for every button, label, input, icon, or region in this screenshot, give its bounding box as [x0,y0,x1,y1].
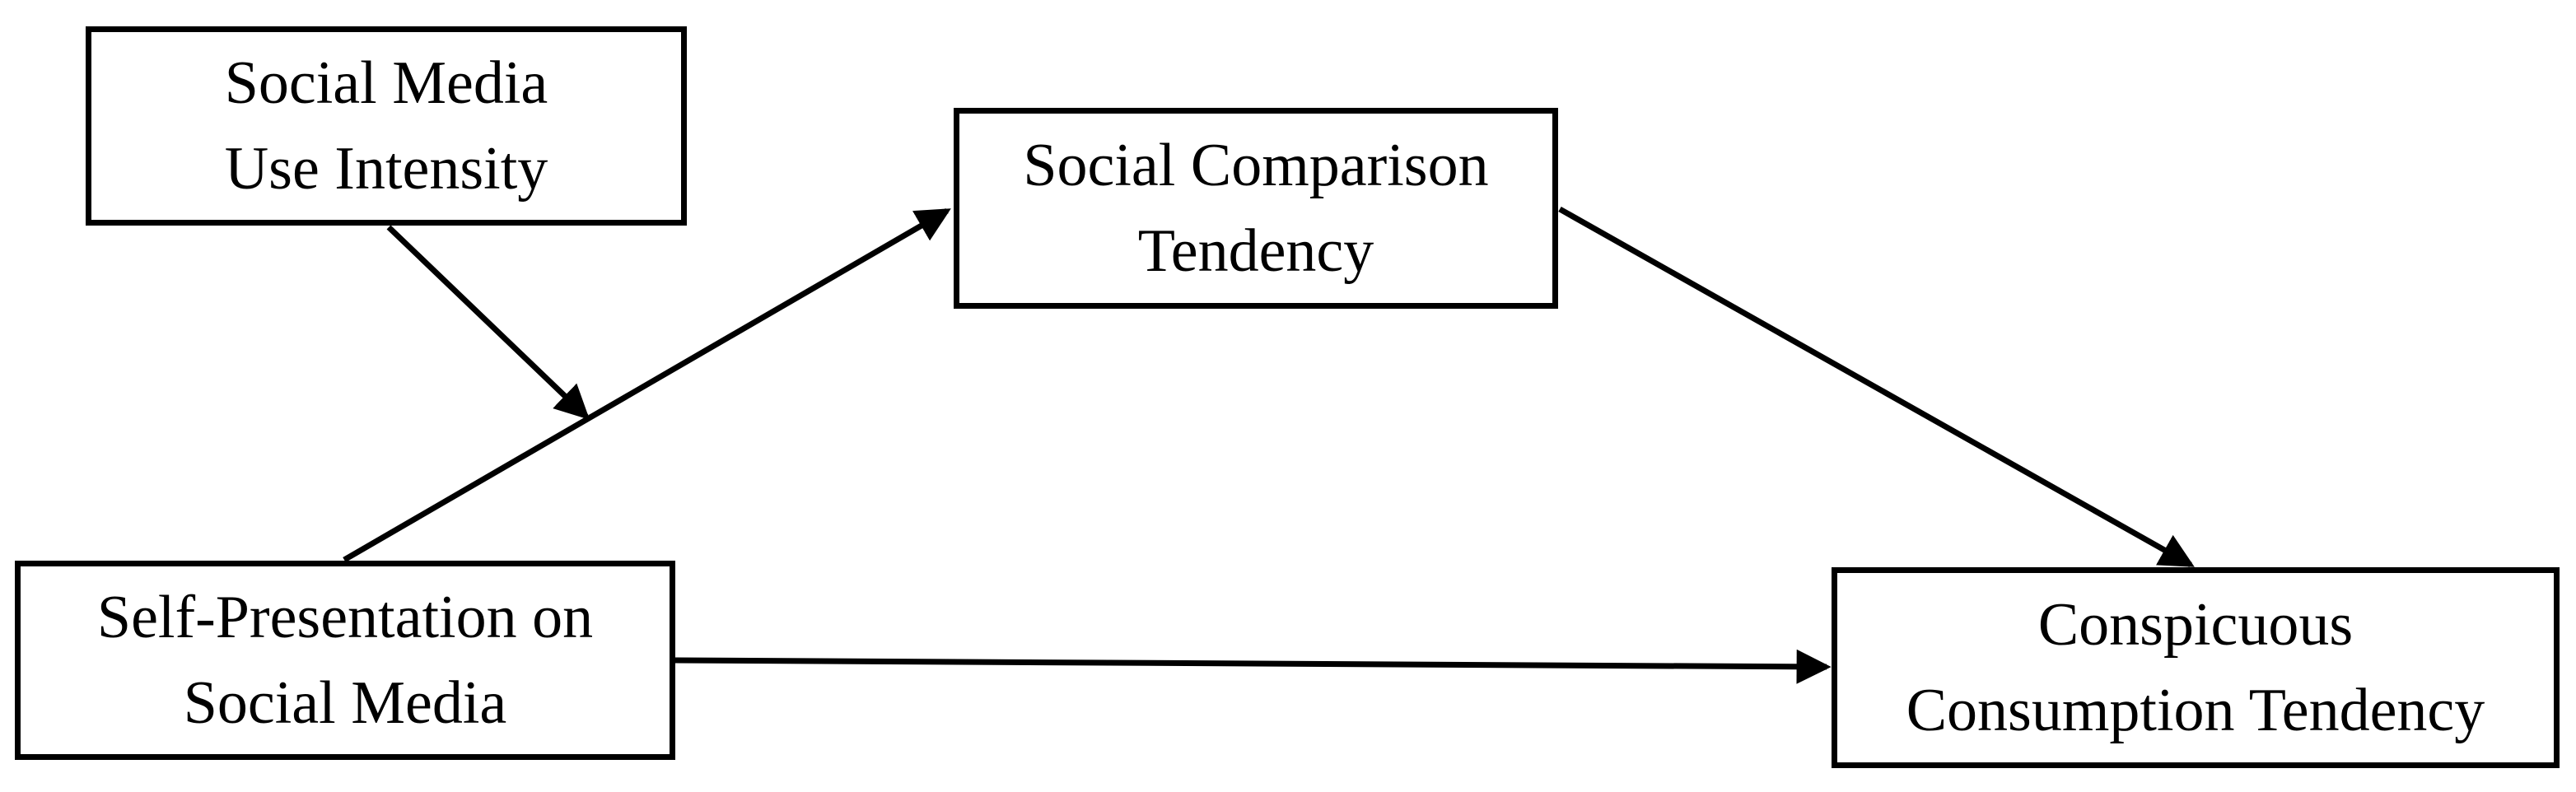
arrow-moderator-to-path [386,225,590,420]
node-social-comparison-tendency: Social Comparison Tendency [954,108,1558,309]
node-conspicuous-consumption-tendency: Conspicuous Consumption Tendency [1832,567,2560,768]
node-label-line1: Self-Presentation on [96,584,594,651]
arrow-predictor-to-mediator [343,207,951,563]
node-social-media-use-intensity: Social Media Use Intensity [86,26,687,226]
node-self-presentation-on-social-media: Self-Presentation on Social Media [15,561,675,760]
node-label-line2: Tendency [1137,217,1374,285]
node-label-line1: Conspicuous [2037,591,2354,659]
node-label-line2: Consumption Tendency [1906,677,2485,744]
node-label-line2: Social Media [183,669,507,737]
arrow-predictor-to-outcome [674,649,1832,684]
node-label-line1: Social Media [224,49,548,117]
arrow-mediator-to-outcome [1558,206,2195,568]
node-label-line2: Use Intensity [224,135,548,203]
node-label-line1: Social Comparison [1023,132,1489,199]
